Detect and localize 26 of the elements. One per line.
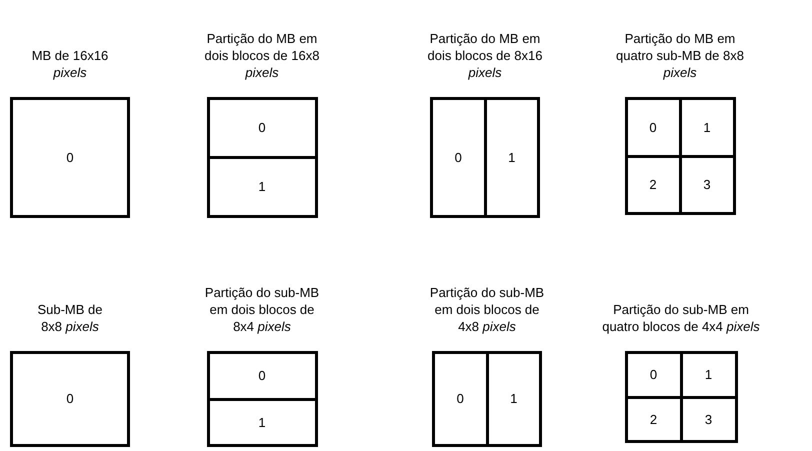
partition-block: 3 [682,398,734,440]
partition-block: 3 [682,158,732,212]
partition-block: 1 [682,354,734,396]
partition-block: 1 [486,100,537,215]
panel-caption: Sub-MB de 8x8 pixels [36,301,104,335]
partition-block: 0 [13,100,127,215]
partition-block: 0 [210,354,314,398]
panel-caption: Partição do sub-MB em dois blocos de 4x8 pixels [428,284,546,335]
partition-block: 0 [433,100,484,215]
panel-caption: Partição do MB em dois blocos de 16x8 pixels [204,30,320,81]
panel-caption: MB de 16x16 pixels [30,47,110,81]
partition-block: 0 [210,100,314,156]
partition-block: 1 [488,354,539,444]
partition-block: 0 [435,354,486,444]
partition-block: 2 [628,158,678,212]
panel-caption: Partição do MB em dois blocos de 8x16 pixels [426,30,544,81]
panel-caption: Partição do MB em quatro sub-MB de 8x8 pixels [615,30,745,81]
panel-caption: Partição do sub-MB em quatro blocos de 4x4 pixels [601,301,761,335]
partition-block: 0 [628,354,680,396]
partition-block: 1 [210,400,314,444]
panel-caption: Partição do sub-MB em dois blocos de 8x4 pixels [204,284,320,335]
partition-block: 0 [13,354,127,444]
partition-block: 1 [682,100,732,154]
partition-block: 1 [210,159,314,215]
partition-block: 0 [628,100,678,154]
partition-block: 2 [628,398,680,440]
